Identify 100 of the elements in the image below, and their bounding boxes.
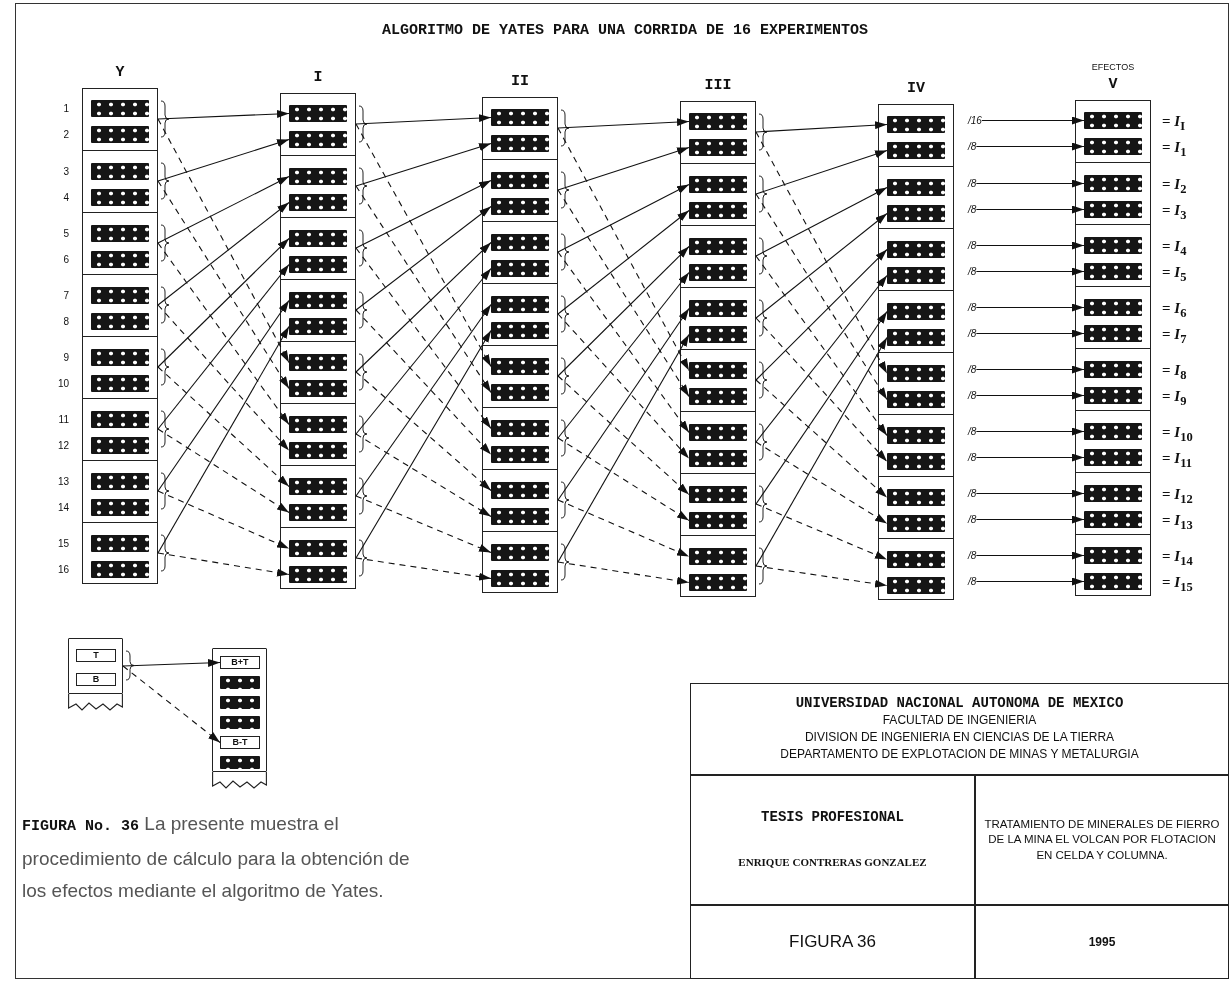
hatched-cell: [689, 424, 747, 441]
curly-brace: [358, 167, 368, 205]
hatched-cell: [1084, 547, 1142, 564]
arrow: [157, 201, 290, 306]
arrow: [975, 489, 1085, 498]
curly-brace: [358, 105, 368, 143]
dashed-arrow: [157, 180, 290, 390]
hatched-cell: [1084, 299, 1142, 316]
hatched-cell: [689, 548, 747, 565]
figure-number-cell: FIGURA 36: [690, 905, 975, 979]
column-heading: IV: [906, 80, 926, 98]
divisor-label: /8: [968, 425, 977, 438]
curly-brace: [758, 485, 768, 523]
hatched-cell: [491, 358, 549, 375]
effect-label: = I$_{6}$: [1162, 298, 1187, 322]
effect-label: = I$_{7}$: [1162, 324, 1187, 348]
arrow: [157, 299, 290, 492]
curly-brace: [358, 539, 368, 577]
arrow: [755, 248, 888, 381]
curly-brace: [358, 229, 368, 267]
arrow: [355, 114, 492, 125]
hatched-cell: [220, 716, 260, 729]
hatched-cell: [1084, 175, 1142, 192]
hatched-cell: [1084, 449, 1142, 466]
arrow: [981, 116, 1085, 125]
example-cell: B+T: [220, 656, 260, 669]
hatched-cell: [289, 318, 347, 335]
hatched-cell: [1084, 112, 1142, 129]
row-number: 14: [56, 500, 69, 515]
arrow: [157, 175, 290, 244]
hatched-cell: [491, 109, 549, 126]
arrow: [355, 303, 492, 497]
curly-brace: [160, 348, 170, 386]
example-box: [212, 648, 267, 772]
dashed-arrow: [157, 118, 290, 364]
hatched-cell: [1084, 485, 1142, 502]
effect-label: = I$_{2}$: [1162, 174, 1187, 198]
example-cell: T: [76, 649, 116, 662]
curly-brace: [560, 357, 570, 395]
hatched-cell: [289, 566, 347, 583]
divisor-label: /8: [968, 177, 977, 190]
row-number: 1: [62, 101, 69, 116]
dashed-arrow: [355, 557, 492, 581]
curly-brace: [758, 299, 768, 337]
hatched-cell: [689, 574, 747, 591]
effect-label: = I$_{9}$: [1162, 386, 1187, 410]
university-name: UNIVERSIDAD NACIONAL AUTONOMA DE MEXICO: [795, 695, 1124, 712]
dashed-arrow: [755, 131, 888, 375]
dashed-arrow: [355, 123, 492, 368]
hatched-cell: [91, 251, 149, 268]
figure-caption: FIGURA No. 36 La presente muestra el procedimiento de cálculo para la obtención de los efectos mediante el algoritmo de Yates.: [22, 812, 411, 903]
dashed-arrow: [157, 490, 290, 550]
department-name: DEPARTAMENTO DE EXPLOTACION DE MINAS Y METALURGIA: [780, 746, 1139, 763]
dashed-arrow: [157, 304, 290, 452]
hatched-cell: [91, 287, 149, 304]
hatched-cell: [491, 482, 549, 499]
hatched-cell: [887, 241, 945, 258]
divisor-label: /8: [968, 487, 977, 500]
hatched-cell: [1084, 138, 1142, 155]
dashed-arrow: [557, 561, 690, 585]
curly-brace: [560, 295, 570, 333]
curly-brace: [160, 472, 170, 510]
dashed-arrow: [157, 366, 290, 488]
hatched-cell: [91, 561, 149, 578]
divisor-label: /8: [968, 265, 977, 278]
hatched-cell: [491, 544, 549, 561]
arrow: [755, 336, 888, 567]
row-number: 11: [57, 412, 69, 427]
curly-brace: [160, 100, 170, 138]
row-number: 16: [56, 562, 69, 577]
hatched-cell: [491, 172, 549, 189]
hatched-cell: [1084, 263, 1142, 280]
column-heading: I: [312, 69, 324, 87]
hatched-cell: [887, 267, 945, 284]
hatched-cell: [220, 676, 260, 689]
hatched-cell: [887, 453, 945, 470]
effect-label: = I$_{I}$: [1162, 111, 1186, 135]
divisor-label: /8: [968, 389, 977, 402]
arrow: [557, 209, 690, 315]
hatched-cell: [887, 577, 945, 594]
curly-brace: [758, 113, 768, 151]
hatched-cell: [887, 303, 945, 320]
divisor-label: /8: [968, 451, 977, 464]
effect-label: = I$_{10}$: [1162, 422, 1193, 446]
divisor-label: /16: [968, 114, 982, 127]
effect-label: = I$_{8}$: [1162, 360, 1187, 384]
effect-label: = I$_{15}$: [1162, 572, 1193, 596]
arrow: [157, 325, 290, 554]
curly-brace: [758, 423, 768, 461]
arrow: [157, 237, 290, 368]
arrow: [975, 329, 1085, 338]
hatched-cell: [491, 198, 549, 215]
arrow: [975, 241, 1085, 250]
hatched-cell: [689, 326, 747, 343]
hatched-cell: [289, 478, 347, 495]
column-heading: Y: [114, 64, 126, 82]
arrow: [975, 427, 1085, 436]
row-number: 2: [62, 127, 69, 142]
arrow: [355, 329, 492, 559]
arrow: [975, 577, 1085, 586]
